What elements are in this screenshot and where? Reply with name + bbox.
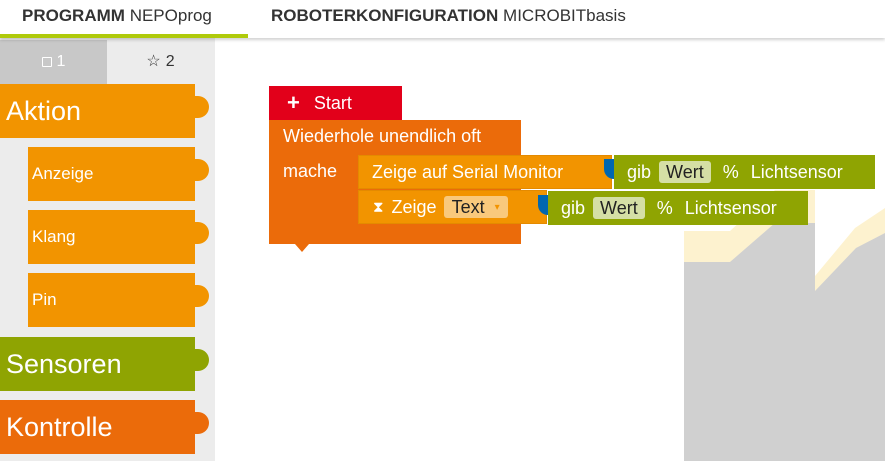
get-light-sensor-block[interactable]: gib Wert % Lichtsensor — [548, 191, 808, 225]
get-label: gib — [627, 161, 652, 182]
show-text-block[interactable]: ⧗ Zeige Text ▾ — [358, 190, 547, 224]
show-label: Zeige — [391, 196, 437, 217]
program-name: NEPOprog — [129, 6, 212, 25]
star-icon: ☆ — [146, 53, 161, 70]
robot-configuration-name: MICROBITbasis — [503, 6, 626, 25]
category-kontrolle[interactable]: Kontrolle — [0, 400, 209, 454]
category-label: Aktion — [6, 95, 82, 126]
category-pin[interactable]: Pin — [28, 273, 209, 327]
tab-program[interactable]: PROGRAMM NEPOprog — [0, 0, 248, 38]
show-serial-monitor-block[interactable]: Zeige auf Serial Monitor — [358, 155, 612, 189]
category-label: Pin — [32, 290, 57, 309]
category-label: Kontrolle — [6, 411, 113, 442]
tab-robot-configuration[interactable]: ROBOTERKONFIGURATION MICROBITbasis — [271, 0, 626, 38]
percent-label: % — [722, 161, 739, 182]
block-toolbox: 1 ☆ 2 Aktion Anzeige Klang Pin Sensoren … — [0, 38, 215, 461]
toolbox-tab-2-label: 2 — [165, 53, 175, 70]
category-sensoren[interactable]: Sensoren — [0, 337, 209, 391]
toolbox-tab-1[interactable]: 1 — [0, 40, 107, 84]
category-anzeige[interactable]: Anzeige — [28, 147, 209, 201]
program-workspace[interactable]: + Start Wiederhole unendlich oft mache Z… — [215, 38, 885, 461]
dropdown-arrow-icon: ▾ — [494, 201, 500, 213]
plus-icon[interactable]: + — [287, 90, 300, 115]
category-label: Anzeige — [32, 164, 94, 183]
tab-program-label: PROGRAMM — [22, 6, 125, 25]
sensor-label: Lichtsensor — [750, 161, 843, 182]
mode-field[interactable]: Wert — [593, 197, 645, 219]
tab-robot-label: ROBOTERKONFIGURATION — [271, 6, 499, 25]
toolbox-tab-2[interactable]: ☆ 2 — [107, 40, 214, 84]
category-klang[interactable]: Klang — [28, 210, 209, 264]
show-serial-monitor-label: Zeige auf Serial Monitor — [372, 161, 564, 182]
category-label: Sensoren — [6, 348, 122, 379]
start-block[interactable]: + Start — [269, 86, 402, 120]
dropdown-value: Text — [451, 196, 485, 217]
toolbox-tab-1-label: 1 — [56, 53, 66, 70]
sensor-label: Lichtsensor — [684, 197, 777, 218]
show-type-dropdown[interactable]: Text ▾ — [443, 196, 508, 218]
get-light-sensor-block[interactable]: gib Wert % Lichtsensor — [614, 155, 875, 189]
start-label: Start — [313, 92, 352, 113]
category-label: Klang — [32, 227, 76, 246]
robot-background-decoration — [684, 190, 885, 461]
hourglass-icon: ⧗ — [373, 198, 384, 216]
mode-field[interactable]: Wert — [659, 161, 711, 183]
get-label: gib — [561, 197, 586, 218]
top-tab-bar: PROGRAMM NEPOprog ROBOTERKONFIGURATION M… — [0, 0, 885, 38]
do-label: mache — [283, 161, 338, 181]
square-icon — [41, 57, 52, 67]
category-aktion[interactable]: Aktion — [0, 84, 209, 138]
repeat-forever-label: Wiederhole unendlich oft — [283, 126, 482, 146]
percent-label: % — [656, 197, 673, 218]
